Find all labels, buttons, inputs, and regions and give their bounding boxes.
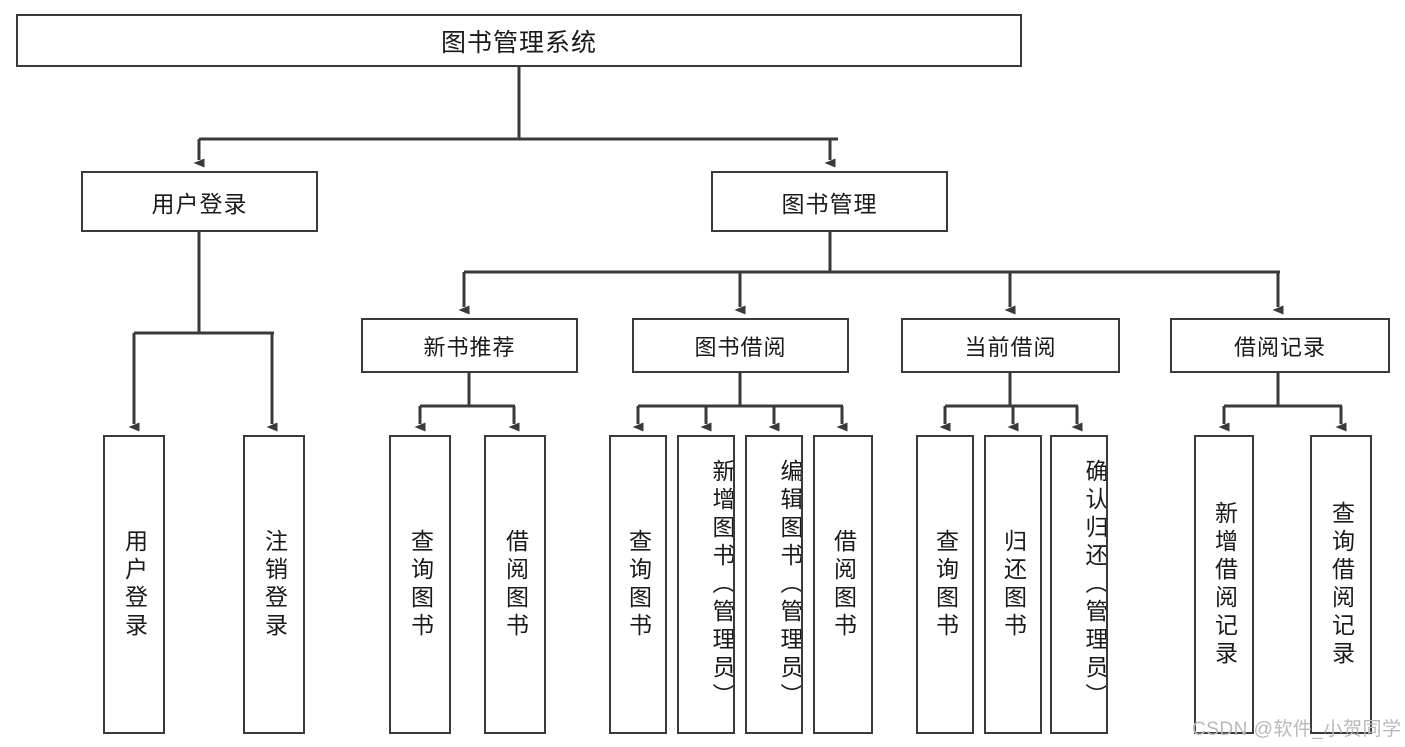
connectors-records-to-leaves bbox=[1218, 373, 1347, 432]
leaf-add-borrow-record[interactable]: 新增借阅记录 bbox=[1194, 435, 1254, 734]
node-user-login[interactable]: 用户登录 bbox=[81, 171, 318, 232]
node-root-system[interactable]: 图书管理系统 bbox=[16, 14, 1022, 67]
leaf-query-book-borrow[interactable]: 查询图书 bbox=[609, 435, 667, 734]
leaf-query-book-current[interactable]: 查询图书 bbox=[916, 435, 974, 734]
leaf-confirm-return-admin[interactable]: 确认归还（管理员） bbox=[1050, 435, 1108, 734]
leaf-return-book[interactable]: 归还图书 bbox=[984, 435, 1042, 734]
node-book-borrow[interactable]: 图书借阅 bbox=[632, 318, 849, 373]
connectors-borrow-to-leaves bbox=[632, 373, 848, 432]
leaf-borrow-book-recommend[interactable]: 借阅图书 bbox=[484, 435, 546, 734]
connectors-current-borrow-to-leaves bbox=[939, 373, 1083, 432]
node-current-borrow[interactable]: 当前借阅 bbox=[901, 318, 1120, 373]
node-new-book-recommend[interactable]: 新书推荐 bbox=[361, 318, 578, 373]
leaf-logout-login[interactable]: 注销登录 bbox=[243, 435, 305, 734]
leaf-edit-book-admin[interactable]: 编辑图书（管理员） bbox=[745, 435, 803, 734]
connectors-level2-to-level3 bbox=[458, 232, 1284, 315]
leaf-query-book-recommend[interactable]: 查询图书 bbox=[389, 435, 451, 734]
csdn-watermark: CSDN @软件_小贺同学 bbox=[1192, 719, 1402, 740]
connectors-new-book-to-leaves bbox=[414, 373, 520, 432]
leaf-add-book-admin[interactable]: 新增图书（管理员） bbox=[677, 435, 735, 734]
connectors-root-to-level2 bbox=[193, 67, 838, 168]
leaf-query-borrow-record[interactable]: 查询借阅记录 bbox=[1310, 435, 1372, 734]
leaf-user-login[interactable]: 用户登录 bbox=[103, 435, 165, 734]
node-book-management[interactable]: 图书管理 bbox=[711, 171, 948, 232]
leaf-borrow-book[interactable]: 借阅图书 bbox=[813, 435, 873, 734]
node-borrow-records[interactable]: 借阅记录 bbox=[1170, 318, 1390, 373]
connectors-user-login-to-leaves bbox=[128, 232, 278, 432]
